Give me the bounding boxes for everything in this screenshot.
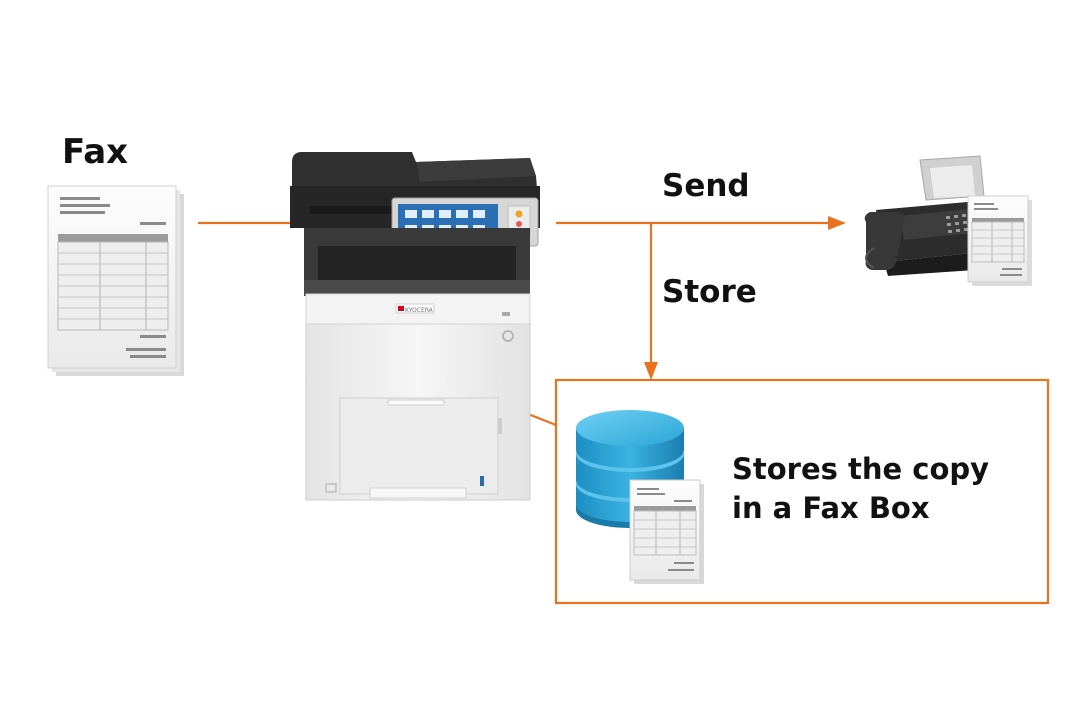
stored-document-icon	[629, 479, 704, 584]
fax-box-description: Stores the copy in a Fax Box	[732, 450, 989, 528]
send-label: Send	[662, 168, 750, 204]
fax-box-outline	[554, 378, 1050, 605]
send-arrowhead	[828, 216, 846, 230]
fax-box-description-line1: Stores the copy	[732, 452, 990, 486]
brand-logo: KYOCERA	[405, 307, 434, 314]
sent-document-icon	[967, 195, 1032, 286]
fax-document-icon	[47, 185, 184, 376]
store-label: Store	[662, 274, 757, 310]
multifunction-printer-icon: KYOCERA	[290, 152, 540, 501]
fax-label: Fax	[62, 132, 129, 172]
fax-box-description-line2: in a Fax Box	[732, 491, 930, 525]
store-arrowhead	[644, 362, 658, 380]
